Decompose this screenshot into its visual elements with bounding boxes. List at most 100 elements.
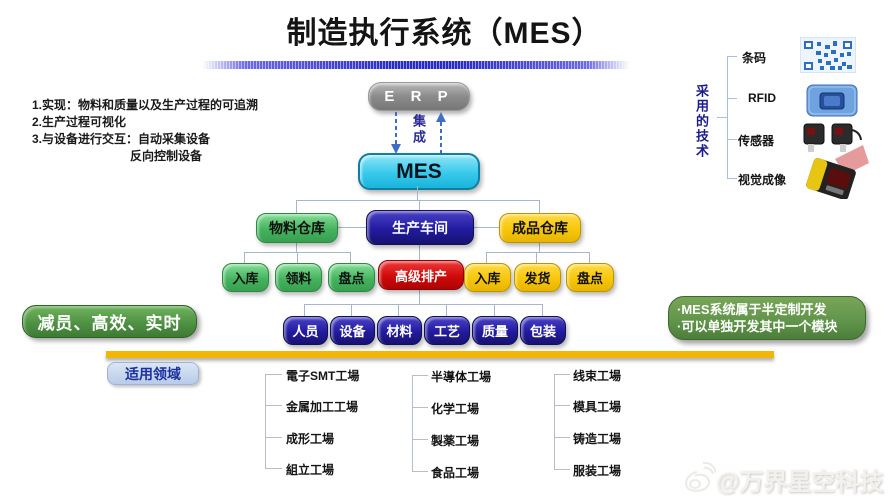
page-title: 制造执行系统（MES） xyxy=(286,17,603,50)
factory-label: 金属加工工場 xyxy=(286,400,359,414)
finished-op-box: 盘点 xyxy=(566,263,614,292)
material-warehouse-box: 物料仓库 xyxy=(256,213,338,243)
photo-sensor-icon xyxy=(803,123,862,152)
bracket-line xyxy=(727,98,737,99)
connector-line xyxy=(419,243,420,260)
connector-line xyxy=(486,252,487,263)
title-underline-bar xyxy=(202,61,630,69)
factory-label: 成形工場 xyxy=(286,432,335,446)
technology-panel-label: 采用的技术 xyxy=(694,84,709,159)
bracket-line xyxy=(412,375,428,376)
factory-label: 铸造工場 xyxy=(573,432,622,446)
factory-label: 服装工場 xyxy=(573,464,622,478)
advanced-scheduling-box: 高级排产 xyxy=(378,260,464,290)
tech-item-barcode: 条码 xyxy=(742,51,767,65)
bracket-line xyxy=(554,374,570,375)
bracket-line xyxy=(727,178,737,179)
notes-box: ·MES系统属于半定制开发 ·可以单独开发其中一个模块 xyxy=(668,296,866,340)
connector-line xyxy=(336,227,366,228)
tech-item-vision: 视觉成像 xyxy=(738,173,787,187)
note-line: ·MES系统属于半定制开发 xyxy=(677,302,827,317)
connector-line xyxy=(398,304,399,316)
integration-arrows-icon xyxy=(391,112,446,154)
connector-line xyxy=(536,252,537,263)
bracket-line xyxy=(265,405,282,406)
connector-line xyxy=(296,241,297,252)
domain-label: 适用领域 xyxy=(107,362,199,385)
connector-line xyxy=(542,304,543,316)
connector-line xyxy=(417,186,418,200)
integration-label: 集成 xyxy=(411,114,426,146)
finished-warehouse-box: 成品仓库 xyxy=(499,213,581,243)
erp-box: E R P xyxy=(368,82,470,111)
tech-item-sensor: 传感器 xyxy=(738,134,775,148)
material-op-box: 入库 xyxy=(222,263,269,292)
connector-line xyxy=(351,304,352,316)
bracket-line xyxy=(727,139,737,140)
bracket-line xyxy=(727,56,737,57)
production-workshop-box: 生产车间 xyxy=(366,210,474,245)
watermark-text: @万界星空科技 xyxy=(716,469,884,496)
bracket-line xyxy=(412,439,428,440)
material-op-box: 盘点 xyxy=(328,263,375,292)
weibo-icon xyxy=(685,462,716,492)
workshop-element-box: 质量 xyxy=(472,316,518,345)
workshop-element-box: 设备 xyxy=(330,316,375,345)
bracket-line xyxy=(554,405,570,406)
feature-line: 反向控制设备 xyxy=(130,149,203,163)
feature-line: 2.生产过程可视化 xyxy=(32,115,127,129)
connector-line xyxy=(350,252,351,263)
connector-line xyxy=(472,227,499,228)
bracket-line xyxy=(717,117,727,118)
factory-label: 模具工場 xyxy=(573,400,622,414)
connector-line xyxy=(486,252,589,253)
connector-line xyxy=(297,252,298,263)
connector-line xyxy=(296,200,539,201)
bracket-line xyxy=(265,374,282,375)
connector-line xyxy=(446,304,447,316)
connector-line xyxy=(539,241,540,252)
workshop-element-box: 材料 xyxy=(377,316,422,345)
connector-line xyxy=(244,252,245,263)
factory-label: 製薬工場 xyxy=(431,434,480,448)
bracket-line xyxy=(265,374,266,468)
workshop-element-box: 包装 xyxy=(520,316,566,345)
connector-line xyxy=(494,304,495,316)
bracket-line xyxy=(412,375,413,471)
bracket-line xyxy=(727,56,728,179)
finished-op-box: 入库 xyxy=(464,263,511,292)
bracket-line xyxy=(554,469,570,470)
connector-line xyxy=(589,252,590,263)
connector-line xyxy=(296,200,297,213)
bracket-line xyxy=(265,468,282,469)
connector-line xyxy=(304,304,542,305)
mes-box: MES xyxy=(358,153,480,190)
factory-label: 食品工場 xyxy=(431,466,480,480)
feature-line: 1.实现：物料和质量以及生产过程的可追溯 xyxy=(32,98,259,112)
workshop-element-box: 工艺 xyxy=(424,316,470,345)
yellow-divider xyxy=(106,351,774,358)
bracket-line xyxy=(554,437,570,438)
rfid-card-icon xyxy=(806,84,858,117)
connector-line xyxy=(304,304,305,316)
factory-label: 組立工場 xyxy=(286,463,335,477)
factory-label: 线束工場 xyxy=(573,369,622,383)
workshop-element-box: 人员 xyxy=(283,316,328,345)
factory-label: 半導体工場 xyxy=(431,370,492,384)
bracket-line xyxy=(412,471,428,472)
benefit-box: 减员、高效、实时 xyxy=(22,305,197,338)
note-line: ·可以单独开发其中一个模块 xyxy=(677,319,838,334)
factory-label: 電子SMT工場 xyxy=(286,369,360,383)
tech-item-rfid: RFID xyxy=(748,91,776,105)
bracket-line xyxy=(412,407,428,408)
feature-line: 3.与设备进行交互：自动采集设备 xyxy=(32,132,211,146)
material-op-box: 领料 xyxy=(275,263,322,292)
factory-label: 化学工場 xyxy=(431,402,480,416)
finished-op-box: 发货 xyxy=(514,263,561,292)
vision-camera-icon xyxy=(806,145,869,199)
bracket-line xyxy=(265,437,282,438)
connector-line xyxy=(419,288,420,304)
connector-line xyxy=(419,200,420,210)
bracket-line xyxy=(554,374,555,469)
